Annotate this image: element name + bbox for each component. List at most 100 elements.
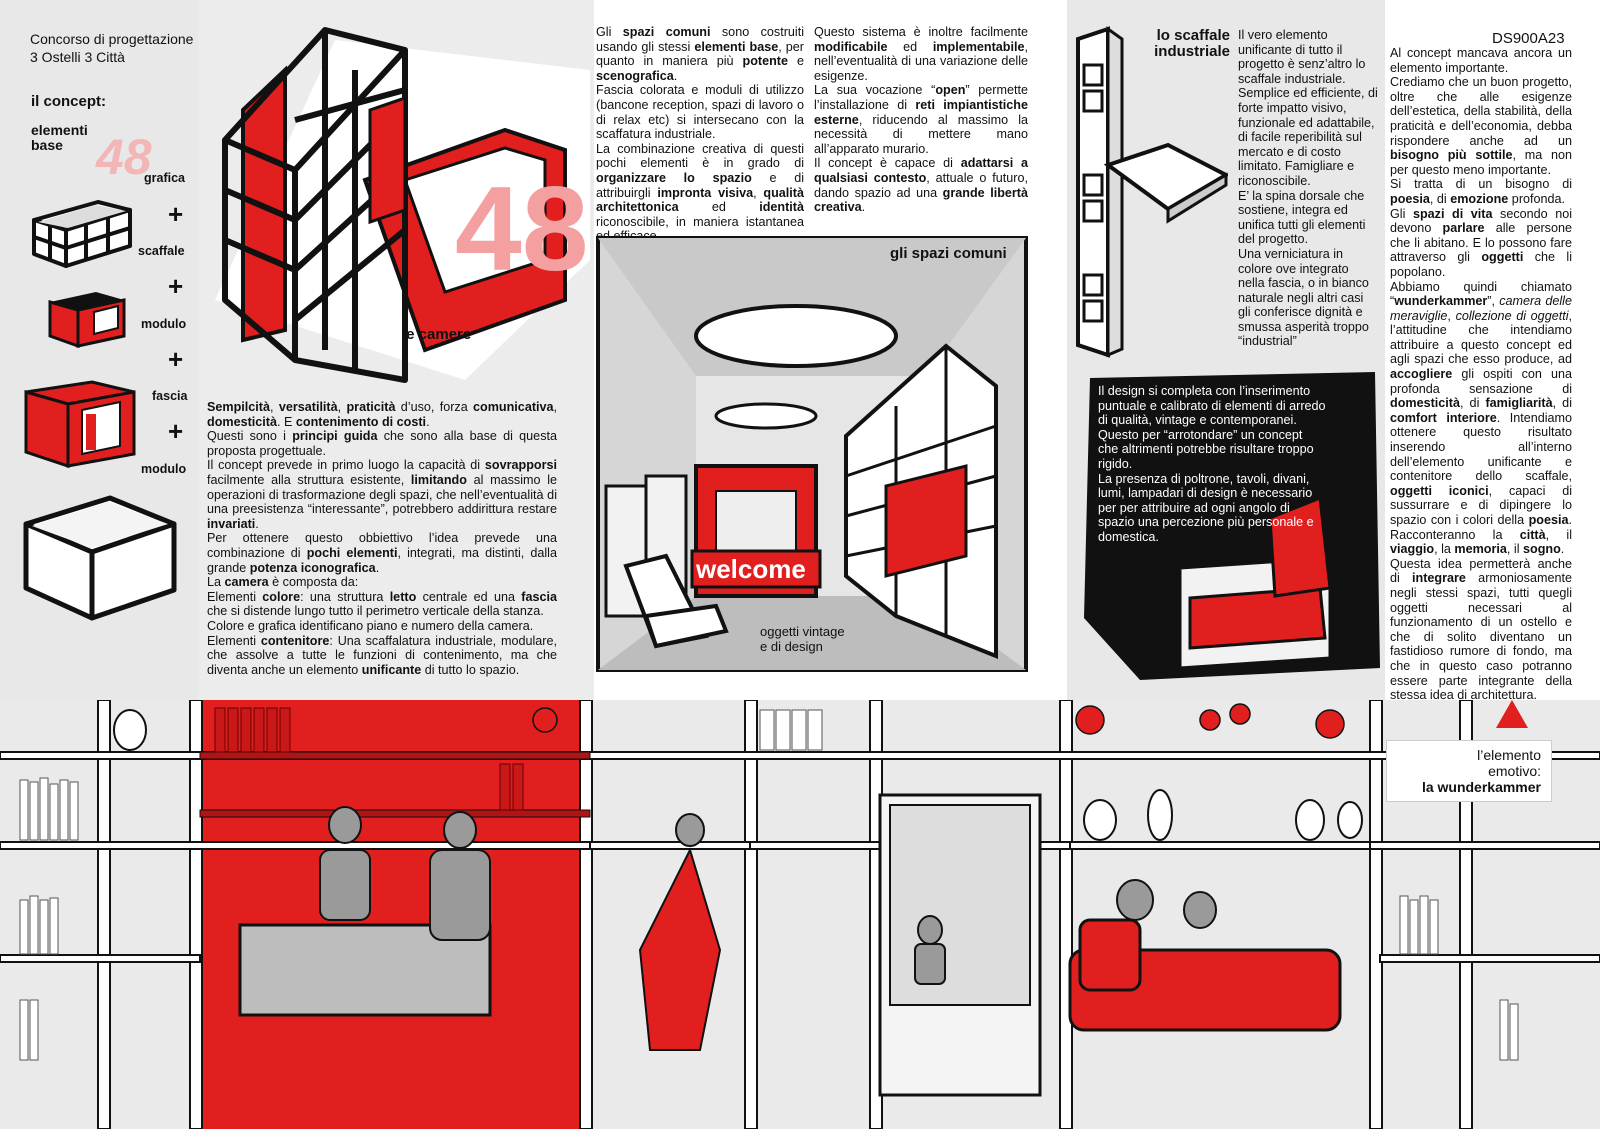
- paragraph: Abbiamo quindi chiamato “wunderkammer”, …: [1390, 280, 1572, 557]
- paragraph: La combinazione creativa di questi pochi…: [596, 142, 804, 244]
- text-run: Una verniciatura in colore ove integrato…: [1238, 246, 1369, 349]
- text-run: La presenza di poltrone, tavoli, divani,…: [1098, 471, 1314, 544]
- label-fascia: fascia: [152, 389, 188, 403]
- label-modulo-2: modulo: [141, 462, 187, 476]
- elements-heading-line1: elementi: [31, 122, 88, 138]
- bold-text: principi guida: [292, 429, 378, 444]
- red-box-icon: [48, 292, 126, 349]
- paragraph: Il concept prevede in primo luogo la cap…: [207, 458, 557, 531]
- paragraph: Il vero elemento unificante di tutto il …: [1238, 28, 1378, 86]
- text-run: che si distende lungo tutto il perimetro…: [207, 604, 544, 619]
- text-run: , attuale o futuro, dando spazio ad una: [814, 170, 1028, 200]
- text-run: , riducendo al massimo la necessità di m…: [814, 112, 1028, 156]
- bold-text: scenografica: [596, 68, 674, 83]
- bold-text: organizzare lo spazio: [596, 170, 752, 185]
- paragraph: Si tratta di un bisogno di poesia, di em…: [1390, 177, 1572, 206]
- text-run: Colore e grafica identificano piano e nu…: [207, 618, 534, 633]
- paragraph: Il concept è capace di adattarsi a quals…: [814, 156, 1028, 214]
- bold-text: reti impiantistiche esterne: [814, 97, 1028, 127]
- bold-text: città: [1519, 527, 1546, 542]
- bold-text: famigliarità: [1485, 396, 1553, 411]
- bold-text: versatilità: [278, 400, 338, 414]
- paragraph: Al concept mancava ancora un elemento im…: [1390, 46, 1572, 75]
- wunderkammer-label-line1: l’elemento: [1477, 747, 1541, 763]
- text-run: , capaci di sussurrare e di dipingere lo…: [1390, 483, 1572, 527]
- paragraph: Sempilcità, versatilità, praticità d’uso…: [207, 400, 557, 429]
- bold-text: qualità architettonica: [596, 185, 805, 215]
- bold-text: modificabile: [814, 39, 888, 54]
- room-drawing: 48: [215, 27, 590, 383]
- bold-text: contenimento di costi: [295, 414, 427, 429]
- italic-text: collezione di oggetti: [1455, 308, 1569, 323]
- elements-heading-line2: base: [31, 137, 63, 153]
- bold-text: emozione: [1450, 191, 1509, 206]
- text-run: E’ la spina dorsale che sostiene, integr…: [1238, 188, 1366, 247]
- shelf-title-line1: lo scaffale: [1156, 27, 1230, 44]
- paragraph: Questo per “arrotondare” un concept che …: [1098, 428, 1326, 472]
- italic-text: camera delle meraviglie: [1390, 294, 1572, 323]
- text-run: ed: [887, 39, 933, 54]
- paragraph: La camera è composta da:: [207, 575, 557, 590]
- concept-heading: il concept:: [31, 93, 107, 110]
- bold-text: Sempilcità: [207, 400, 270, 414]
- rooms-caption: le camere: [402, 326, 472, 343]
- paragraph: Gli spazi comuni sono costruiti usando g…: [596, 25, 804, 83]
- text-run: è composta da:: [268, 575, 359, 590]
- bold-text: limitando: [410, 472, 467, 487]
- text-run: , di: [1429, 191, 1451, 206]
- text-run: : una struttura: [300, 589, 390, 604]
- bold-text: comfort interiore: [1390, 410, 1497, 425]
- label-scaffale: scaffale: [138, 244, 185, 258]
- text-run: Per ottenere questo obbiettivo l’idea pr…: [207, 531, 557, 560]
- text-run: , integrati, ma distinti, dalla grande: [207, 545, 557, 575]
- bold-text: impronta visiva: [657, 185, 754, 200]
- bold-text: elementi base: [694, 39, 779, 54]
- bold-text: poesia: [1528, 513, 1569, 527]
- label-modulo-1: modulo: [141, 317, 187, 331]
- paragraph: Questo sistema è inoltre facilmente modi…: [814, 25, 1028, 83]
- text-run: Il design si completa con l’inserimento …: [1098, 384, 1326, 428]
- wunderkammer-label: l’elemento emotivo: la wunderkammer: [1386, 740, 1552, 802]
- bold-text: fascia: [521, 589, 557, 604]
- paragraph: La presenza di poltrone, tavoli, divani,…: [1098, 472, 1326, 545]
- text-run: secondo noi devono: [1390, 206, 1573, 236]
- text-run: Questo sistema è inoltre facilmente: [814, 25, 1028, 39]
- bold-text: bisogno più sottile: [1390, 148, 1513, 163]
- paragraph: Una verniciatura in colore ove integrato…: [1238, 247, 1378, 349]
- label-grafica: grafica: [144, 171, 185, 185]
- text-run: La combinazione creativa di questi pochi…: [596, 141, 804, 171]
- text-run: Il concept prevede in primo luogo la cap…: [207, 458, 485, 473]
- bold-text: camera: [224, 575, 269, 590]
- text-run: Gli: [1390, 206, 1413, 221]
- bold-text: potenza iconografica: [249, 560, 376, 575]
- text-run: Crediamo che un buon progetto, oltre che…: [1390, 75, 1572, 148]
- text-run: , nell’eventualità di una variazione del…: [814, 39, 1028, 83]
- room-number-48: 48: [455, 162, 588, 296]
- text-run: Questa idea permetterà anche di: [1390, 556, 1572, 586]
- shelf-illustration: [0, 699, 1600, 1129]
- text-run: .: [673, 68, 678, 83]
- text-run: .: [1560, 542, 1565, 557]
- plus-sign-4: +: [168, 416, 184, 446]
- text-run: Elementi: [207, 633, 261, 648]
- text-run: al massimo le operazioni di trasformazio…: [207, 472, 557, 517]
- bold-text: parlare: [1442, 221, 1485, 236]
- paragraph: La sua vocazione “open” permette l’insta…: [814, 83, 1028, 156]
- text-run: ed: [678, 200, 760, 215]
- shelf-title-line2: industriale: [1154, 43, 1230, 60]
- text-run: di tutto lo spazio.: [421, 662, 520, 677]
- bold-text: letto: [389, 589, 417, 604]
- text-run: alle persone che li abitano. E lo posson…: [1390, 221, 1572, 265]
- paragraph: Per ottenere questo obbiettivo l’idea pr…: [207, 531, 557, 575]
- bold-text: domesticità: [1390, 396, 1460, 411]
- bold-text: open: [935, 83, 966, 98]
- text-run: . Intendiamo ottenere questo risultato i…: [1390, 410, 1573, 484]
- industrial-shelf-drawing: [1076, 26, 1228, 358]
- plus-sign-3: +: [168, 344, 184, 374]
- text-run: . E: [277, 414, 296, 429]
- bold-text: spazi comuni: [622, 25, 711, 39]
- text-run: d’uso, forza: [395, 400, 474, 414]
- bold-text: comunicativa: [473, 400, 554, 414]
- text-run: , ma non per questo meno importante.: [1390, 148, 1572, 177]
- paragraph: Colore e grafica identificano piano e nu…: [207, 619, 557, 634]
